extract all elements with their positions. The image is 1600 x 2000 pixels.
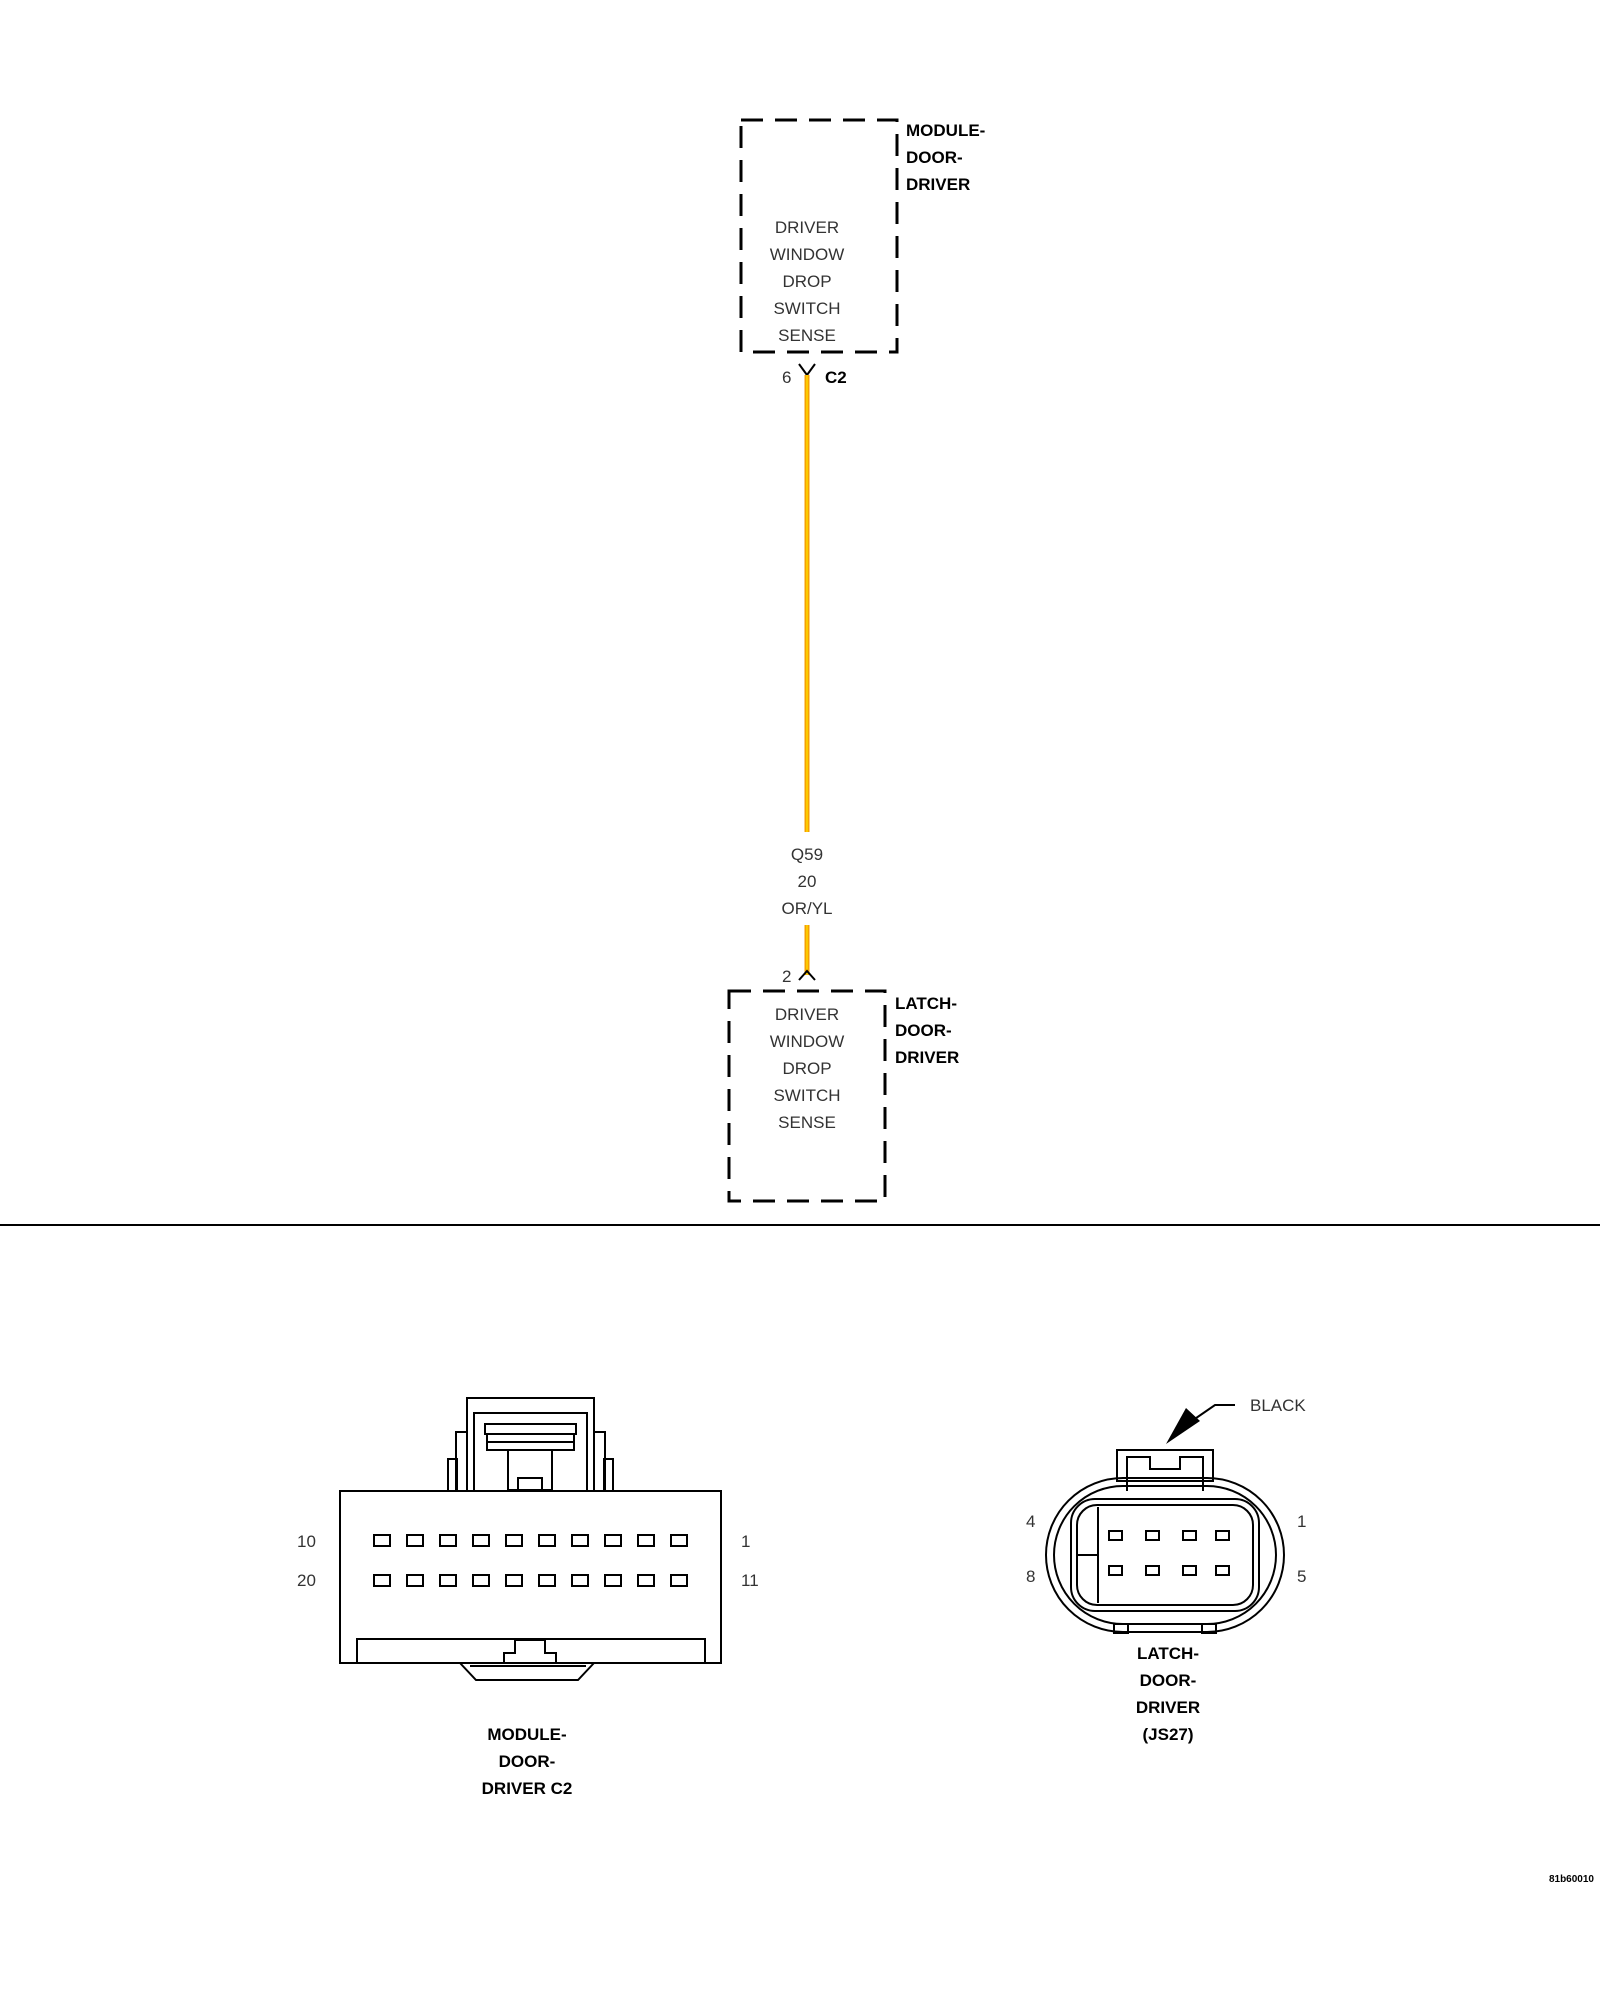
figure-id: 81b60010 [1549,1874,1594,1885]
js27-pin-label-top-right: 1 [1297,1512,1306,1531]
bottom-function-line-3: DROP [782,1059,831,1078]
module-door-driver-name: MODULE- DOOR- DRIVER [906,121,985,194]
top-function-text: DRIVER WINDOW DROP SWITCH SENSE [770,218,845,345]
js27-caption-line-4: (JS27) [1142,1725,1193,1744]
top-function-line-1: DRIVER [775,218,839,237]
js27-color-callout-arrow [1166,1404,1235,1444]
top-name-line-2: DOOR- [906,148,963,167]
js27-pin-label-bottom-left: 8 [1026,1567,1035,1586]
bottom-function-text: DRIVER WINDOW DROP SWITCH SENSE [770,1005,845,1132]
top-function-line-2: WINDOW [770,245,845,264]
top-pin-number: 6 [782,368,791,387]
top-name-line-1: MODULE- [906,121,985,140]
bottom-function-line-1: DRIVER [775,1005,839,1024]
js27-pin-label-bottom-right: 5 [1297,1567,1306,1586]
top-name-line-3: DRIVER [906,175,970,194]
bottom-name-line-2: DOOR- [895,1021,952,1040]
top-function-line-4: SWITCH [773,299,840,318]
bottom-pin-terminal [798,969,816,981]
bottom-function-line-5: SENSE [778,1113,836,1132]
module-door-driver-box [739,118,899,354]
wire-circuit: Q59 [791,845,823,864]
wire-gauge: 20 [798,872,817,891]
bottom-name-line-1: LATCH- [895,994,957,1013]
latch-door-driver-js27-face [1045,1449,1285,1634]
js27-caption-line-2: DOOR- [1140,1671,1197,1690]
c2-caption-line-3: DRIVER C2 [482,1779,573,1798]
c2-cavity-grid [373,1534,688,1587]
js27-color-callout: BLACK [1250,1396,1306,1415]
latch-door-driver-name: LATCH- DOOR- DRIVER [895,994,959,1067]
bottom-function-line-4: SWITCH [773,1086,840,1105]
c2-pin-label-bottom-right: 11 [741,1571,759,1590]
c2-caption-line-2: DOOR- [499,1752,556,1771]
js27-pin-label-top-left: 4 [1026,1512,1035,1531]
top-pin-terminal [798,363,816,377]
js27-caption-line-1: LATCH- [1137,1644,1199,1663]
c2-pin-label-top-right: 1 [741,1532,750,1551]
wire-label: Q59 20 OR/YL [781,845,832,918]
c2-caption: MODULE- DOOR- DRIVER C2 [482,1725,573,1798]
latch-door-driver-box [727,989,887,1203]
bottom-name-line-3: DRIVER [895,1048,959,1067]
c2-pin-label-top-left: 10 [297,1532,316,1551]
js27-caption-line-3: DRIVER [1136,1698,1200,1717]
bottom-function-line-2: WINDOW [770,1032,845,1051]
c2-pin-label-bottom-left: 20 [297,1571,316,1590]
js27-caption: LATCH- DOOR- DRIVER (JS27) [1136,1644,1200,1744]
top-function-line-5: SENSE [778,326,836,345]
c2-caption-line-1: MODULE- [487,1725,566,1744]
top-function-line-3: DROP [782,272,831,291]
wire-color-code: OR/YL [781,899,832,918]
module-door-driver-c2-face [339,1397,722,1681]
top-connector-id: C2 [825,368,847,387]
js27-cavity-grid [1108,1530,1230,1576]
bottom-pin-number: 2 [782,967,791,986]
